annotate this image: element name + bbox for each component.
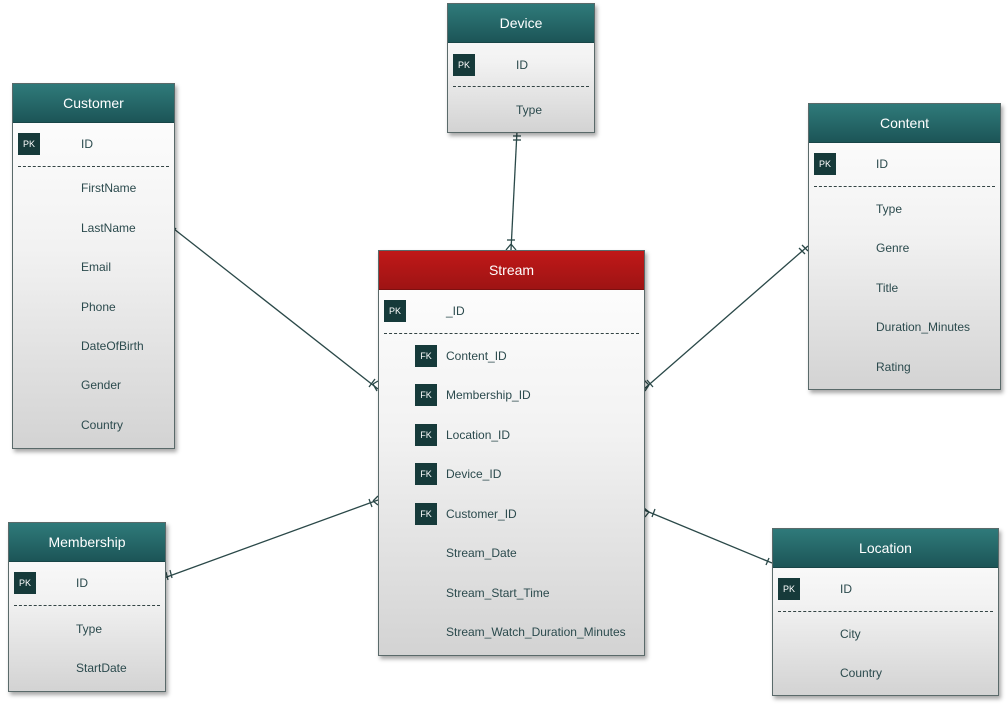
- key-separator: [453, 86, 589, 87]
- field-label: Email: [81, 260, 112, 274]
- fk-badge: FK: [415, 463, 437, 485]
- pk-row: PK ID: [809, 153, 1000, 175]
- field-label: Type: [76, 622, 103, 636]
- field-label: LastName: [81, 221, 136, 235]
- field-row: DateOfBirth: [13, 335, 174, 357]
- field-label: Country: [840, 666, 883, 680]
- field-row: Stream_Date: [379, 542, 644, 564]
- relationship-customer-stream: [170, 227, 379, 392]
- fk-row: FK Content_ID: [379, 345, 644, 367]
- field-label: ID: [516, 58, 528, 72]
- field-label: Type: [876, 202, 903, 216]
- pk-row: PK ID: [13, 133, 174, 155]
- relationship-location-stream: [643, 507, 773, 566]
- relationship-content-stream: [643, 244, 809, 392]
- field-row: Country: [13, 414, 174, 436]
- field-label: Stream_Start_Time: [446, 586, 550, 600]
- field-row: LastName: [13, 217, 174, 239]
- field-row: StartDate: [9, 657, 165, 679]
- field-label: Country: [81, 418, 124, 432]
- pk-badge: PK: [814, 153, 836, 175]
- entity-location[interactable]: Location PK ID City Country: [772, 528, 999, 696]
- pk-row: PK ID: [9, 572, 165, 594]
- field-label: Rating: [876, 360, 911, 374]
- fk-row: FK Customer_ID: [379, 503, 644, 525]
- field-row: Type: [448, 99, 594, 121]
- pk-row: PK _ID: [379, 300, 644, 322]
- field-label: ID: [76, 576, 88, 590]
- fk-badge: FK: [415, 424, 437, 446]
- key-separator: [18, 166, 169, 167]
- field-label: Title: [876, 281, 899, 295]
- entity-title: Stream: [379, 251, 644, 290]
- key-separator: [14, 605, 160, 606]
- field-label: ID: [81, 137, 93, 151]
- field-label: Phone: [81, 300, 116, 314]
- field-label: Location_ID: [446, 428, 511, 442]
- field-row: Stream_Watch_Duration_Minutes: [379, 621, 644, 643]
- field-row: Phone: [13, 296, 174, 318]
- fk-badge: FK: [415, 345, 437, 367]
- field-label: Gender: [81, 378, 122, 392]
- fk-row: FK Membership_ID: [379, 384, 644, 406]
- field-label: FirstName: [81, 181, 137, 195]
- field-row: Duration_Minutes: [809, 316, 1000, 338]
- field-row: Type: [809, 198, 1000, 220]
- field-row: Rating: [809, 356, 1000, 378]
- pk-badge: PK: [14, 572, 36, 594]
- field-row: City: [773, 623, 998, 645]
- field-label: _ID: [446, 304, 465, 318]
- field-label: Type: [516, 103, 543, 117]
- pk-row: PK ID: [773, 578, 998, 600]
- field-row: Title: [809, 277, 1000, 299]
- field-label: Content_ID: [446, 349, 507, 363]
- fk-badge: FK: [415, 384, 437, 406]
- field-row: Type: [9, 618, 165, 640]
- field-label: ID: [840, 582, 852, 596]
- entity-stream[interactable]: Stream PK _ID FK Content_ID FK Membershi…: [378, 250, 645, 656]
- entity-content[interactable]: Content PK ID Type Genre Title Duration_…: [808, 103, 1001, 390]
- pk-badge: PK: [453, 54, 475, 76]
- field-label: Genre: [876, 241, 910, 255]
- field-row: Gender: [13, 374, 174, 396]
- field-label: DateOfBirth: [81, 339, 144, 353]
- field-row: Stream_Start_Time: [379, 582, 644, 604]
- entity-title: Membership: [9, 523, 165, 562]
- field-label: Duration_Minutes: [876, 320, 971, 334]
- pk-row: PK ID: [448, 54, 594, 76]
- field-row: Country: [773, 662, 998, 684]
- field-label: City: [840, 627, 861, 641]
- relationship-membership-stream: [163, 495, 379, 581]
- key-separator: [814, 186, 995, 187]
- entity-title: Device: [448, 4, 594, 43]
- entity-device[interactable]: Device PK ID Type: [447, 3, 595, 133]
- key-separator: [778, 611, 993, 612]
- field-label: Device_ID: [446, 467, 502, 481]
- entity-title: Customer: [13, 84, 174, 123]
- field-label: Membership_ID: [446, 388, 531, 402]
- pk-badge: PK: [18, 133, 40, 155]
- field-row: FirstName: [13, 177, 174, 199]
- fk-row: FK Device_ID: [379, 463, 644, 485]
- fk-row: FK Location_ID: [379, 424, 644, 446]
- field-label: ID: [876, 157, 888, 171]
- field-label: Stream_Watch_Duration_Minutes: [446, 625, 626, 639]
- entity-customer[interactable]: Customer PK ID FirstName LastName Email …: [12, 83, 175, 449]
- key-separator: [384, 333, 639, 334]
- entity-membership[interactable]: Membership PK ID Type StartDate: [8, 522, 166, 692]
- field-label: StartDate: [76, 661, 127, 675]
- pk-badge: PK: [384, 300, 406, 322]
- field-label: Stream_Date: [446, 546, 517, 560]
- fk-badge: FK: [415, 503, 437, 525]
- pk-badge: PK: [778, 578, 800, 600]
- field-label: Customer_ID: [446, 507, 517, 521]
- relationship-device-stream: [505, 130, 521, 251]
- entity-title: Content: [809, 104, 1000, 143]
- field-row: Email: [13, 256, 174, 278]
- entity-title: Location: [773, 529, 998, 568]
- field-row: Genre: [809, 237, 1000, 259]
